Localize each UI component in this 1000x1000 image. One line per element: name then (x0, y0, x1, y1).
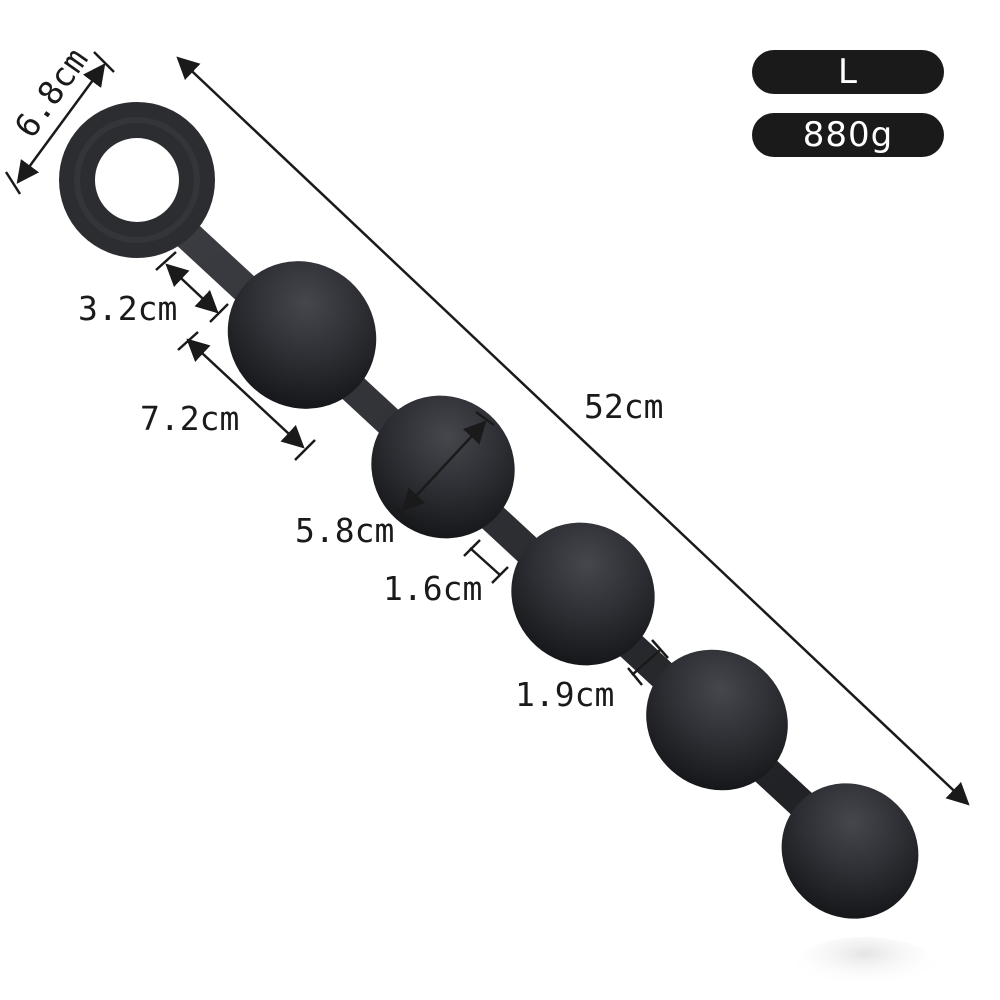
label-first-ball-length: 7.2cm (140, 399, 239, 438)
label-total-length: 52cm (584, 387, 663, 426)
label-neck-length: 3.2cm (78, 289, 177, 328)
label-connector-gap: 1.6cm (383, 569, 482, 608)
size-badge-text: L (838, 52, 858, 92)
dimension-total-length: 52cm (176, 56, 970, 806)
size-badge: L (752, 50, 944, 94)
weight-badge-text: 880g (802, 115, 894, 155)
dimension-connector-gap: 1.6cm (383, 539, 509, 608)
weight-badge: 880g (752, 113, 944, 157)
label-ball-diameter: 5.8cm (295, 511, 394, 550)
label-connector-width: 1.9cm (515, 675, 614, 714)
bead-5 (781, 783, 919, 919)
floor-reflection (795, 937, 935, 993)
pull-ring (59, 102, 215, 258)
